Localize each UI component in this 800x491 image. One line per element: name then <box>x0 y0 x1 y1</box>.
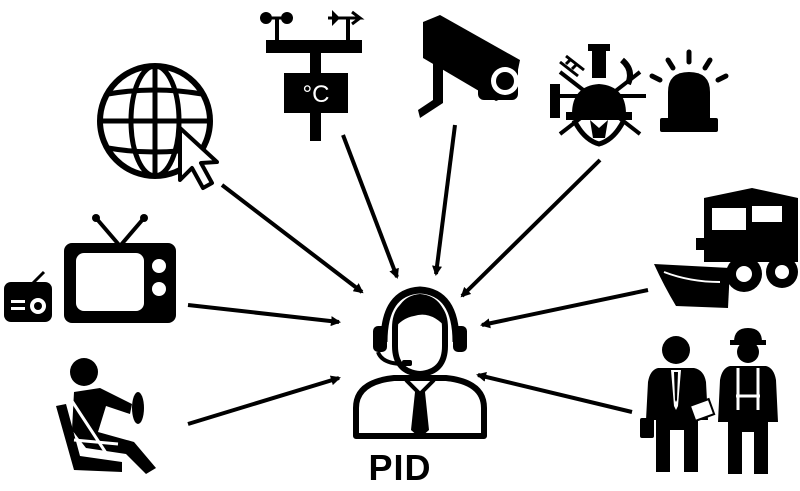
television-icon <box>64 214 176 323</box>
fire-department-emblem-icon <box>550 44 646 147</box>
beacon-light-icon <box>649 49 729 132</box>
workers-icon <box>640 328 778 474</box>
arrows <box>187 124 649 426</box>
snowplow-truck-icon <box>654 188 798 308</box>
driver-seatbelt-icon <box>56 358 156 474</box>
weather-station-icon: °C <box>260 10 365 141</box>
center-label-pid: PID <box>368 447 432 488</box>
arrow-weather <box>341 134 399 279</box>
security-camera-icon <box>418 15 520 118</box>
arrow-driver <box>187 375 341 426</box>
arrow-tv <box>187 303 341 327</box>
arrow-workers <box>476 372 633 414</box>
globe-cursor-icon <box>97 63 219 190</box>
arrow-globe <box>220 183 364 294</box>
arrow-fire <box>460 158 602 298</box>
temperature-unit-label: °C <box>303 81 330 108</box>
arrow-snowplow <box>480 288 649 329</box>
radio-icon <box>4 270 52 322</box>
dispatcher-headset-icon <box>353 286 487 439</box>
arrow-camera <box>432 124 457 276</box>
